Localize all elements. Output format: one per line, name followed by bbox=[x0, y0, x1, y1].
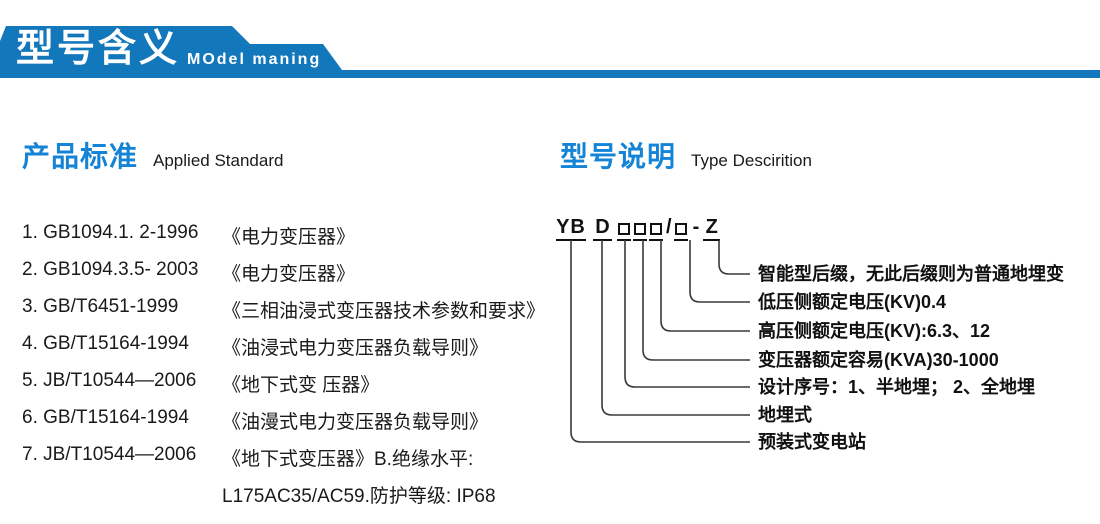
model-label-design-number: 设计序号：1、半地埋； 2、全地埋 bbox=[758, 377, 1036, 397]
model-code-box-lv bbox=[649, 223, 663, 241]
standard-title: L175AC35/AC59.防护等级: IP68 bbox=[222, 486, 496, 507]
standard-code: 1. GB1094.1. 2-1996 bbox=[22, 222, 199, 243]
model-code-connector-lines bbox=[570, 240, 750, 443]
standard-code: 2. GB1094.3.5- 2003 bbox=[22, 259, 199, 280]
standard-title: 《地下式变压器》B.绝缘水平: bbox=[222, 449, 474, 470]
standard-title: 《电力变压器》 bbox=[222, 264, 356, 285]
applied-standard-heading-zh: 产品标准 bbox=[22, 141, 139, 172]
model-code-box-design bbox=[673, 223, 688, 241]
placeholder-box-icon bbox=[618, 223, 630, 235]
standard-item: 4. GB/T15164-1994 《油浸式电力变压器负载导则》 bbox=[22, 325, 552, 362]
model-code-box-capacity bbox=[617, 223, 631, 241]
standard-code: 7. JB/T10544—2006 bbox=[22, 444, 197, 465]
type-description-heading-en: Type Descirition bbox=[691, 151, 812, 170]
page-subtitle: MOdel maning bbox=[187, 51, 322, 68]
model-code-hyphen: - bbox=[692, 216, 700, 238]
type-description-heading-zh: 型号说明 bbox=[560, 141, 677, 172]
type-description-heading: 型号说明 Type Descirition bbox=[560, 135, 812, 175]
standard-title: 《电力变压器》 bbox=[222, 227, 356, 248]
standard-item: 1. GB1094.1. 2-1996 《电力变压器》 bbox=[22, 214, 552, 251]
model-code-slash: / bbox=[666, 216, 672, 238]
standard-code: 4. GB/T15164-1994 bbox=[22, 333, 189, 354]
model-label-substation: 预装式变电站 bbox=[758, 432, 866, 452]
model-label-hv-voltage: 高压侧额定电压(KV):6.3、12 bbox=[758, 321, 991, 341]
connector-hv bbox=[660, 240, 750, 332]
placeholder-box-icon bbox=[650, 223, 662, 235]
model-code-suffix: Z bbox=[703, 217, 721, 241]
connector-lv bbox=[689, 240, 750, 303]
model-label-capacity: 变压器额定容易(KVA)30-1000 bbox=[758, 350, 999, 370]
applied-standard-heading: 产品标准 Applied Standard bbox=[22, 135, 283, 175]
standard-code: 5. JB/T10544—2006 bbox=[22, 370, 197, 391]
standard-title: 《三相油浸式变压器技术参数和要求》 bbox=[222, 301, 546, 322]
standard-code: 6. GB/T15164-1994 bbox=[22, 407, 189, 428]
standard-item-continuation: L175AC35/AC59.防护等级: IP68 bbox=[22, 473, 552, 510]
standard-item: 7. JB/T10544—2006 《地下式变压器》B.绝缘水平: bbox=[22, 436, 552, 473]
placeholder-box-icon bbox=[634, 223, 646, 235]
model-code-box-hv bbox=[633, 223, 647, 241]
model-label-buried-type: 地埋式 bbox=[758, 405, 812, 425]
standard-title: 《油漫式电力变压器负载导则》 bbox=[222, 412, 489, 433]
connector-design bbox=[624, 240, 750, 388]
standard-item: 3. GB/T6451-1999 《三相油浸式变压器技术参数和要求》 bbox=[22, 288, 552, 325]
standard-title: 《油浸式电力变压器负载导则》 bbox=[222, 338, 489, 359]
model-label-suffix: 智能型后缀，无此后缀则为普通地埋变 bbox=[758, 264, 1064, 284]
connector-suffix bbox=[718, 240, 750, 275]
standard-item: 6. GB/T15164-1994 《油漫式电力变压器负载导则》 bbox=[22, 399, 552, 436]
page-title: 型号含义 bbox=[16, 28, 181, 70]
connector-buried bbox=[601, 240, 750, 416]
standards-list: 1. GB1094.1. 2-1996 《电力变压器》 2. GB1094.3.… bbox=[22, 214, 552, 510]
model-label-lv-voltage: 低压侧额定电压(KV)0.4 bbox=[758, 292, 947, 312]
connector-substation bbox=[570, 240, 750, 443]
connector-capacity bbox=[642, 240, 750, 361]
standard-item: 2. GB1094.3.5- 2003 《电力变压器》 bbox=[22, 251, 552, 288]
placeholder-box-icon bbox=[674, 223, 687, 235]
applied-standard-heading-en: Applied Standard bbox=[153, 151, 284, 170]
standard-code: 3. GB/T6451-1999 bbox=[22, 296, 179, 317]
standard-item: 5. JB/T10544—2006 《地下式变 压器》 bbox=[22, 362, 552, 399]
standard-title: 《地下式变 压器》 bbox=[222, 375, 380, 396]
